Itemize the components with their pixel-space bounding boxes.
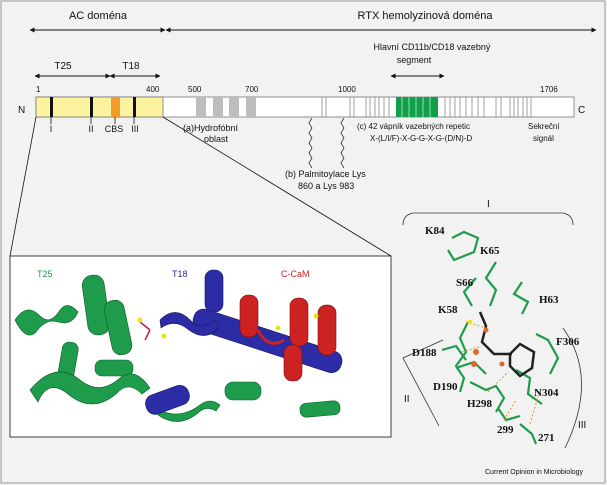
scale-500: 500 bbox=[188, 85, 202, 94]
ion-site-2 bbox=[471, 361, 477, 367]
zoom-line-right bbox=[162, 116, 392, 257]
t25-structure bbox=[14, 274, 341, 422]
region-ii-mark bbox=[90, 97, 93, 117]
residue-n304: N304 bbox=[534, 387, 559, 399]
ion-2 bbox=[275, 325, 281, 331]
ion-1 bbox=[161, 333, 167, 339]
secretion-signal-label-1: Sekreční bbox=[528, 122, 560, 131]
calcium-repeats-label-2: X-(L/I/F)-X-G-G-X-G-(D/N)-D bbox=[370, 134, 472, 143]
active-site-panel: I II III bbox=[402, 199, 586, 449]
palmitoylation-label-1: (b) Palmitoylace Lys bbox=[285, 169, 366, 179]
palmitoyl-squiggle-983 bbox=[340, 117, 345, 169]
binding-segment-label-1: Hlavní CD11b/CD18 vazebný bbox=[374, 42, 491, 52]
ion-site-1 bbox=[473, 349, 479, 355]
residue-s66: S66 bbox=[456, 277, 474, 289]
hydrogen-bonds bbox=[461, 321, 541, 425]
scale-700: 700 bbox=[245, 85, 259, 94]
t18-range-label: T18 bbox=[122, 61, 140, 72]
palmitoylation-label-2: 860 a Lys 983 bbox=[298, 181, 354, 191]
binding-segment-label-2: segment bbox=[397, 55, 432, 65]
binding-segment-block bbox=[396, 97, 438, 117]
group-iii-label: III bbox=[578, 420, 586, 431]
residue-h298: H298 bbox=[467, 398, 493, 410]
t25-structure-label: T25 bbox=[37, 269, 53, 279]
residue-k84: K84 bbox=[425, 225, 445, 237]
journal-credit: Current Opinion in Microbiology bbox=[485, 469, 584, 476]
active-site-ligand bbox=[478, 311, 536, 378]
region-ii-label: II bbox=[88, 124, 93, 134]
region-i-label: I bbox=[50, 124, 53, 134]
scale-400: 400 bbox=[146, 85, 160, 94]
ligand bbox=[139, 321, 151, 341]
residue-271: 271 bbox=[538, 432, 555, 444]
region-i-mark bbox=[50, 97, 53, 117]
hydrophobic-label-2: oblast bbox=[204, 134, 229, 144]
group-i-label: I bbox=[487, 199, 490, 210]
ion-4 bbox=[137, 317, 143, 323]
residue-299: 299 bbox=[497, 424, 514, 436]
secretion-signal-label-2: signál bbox=[533, 134, 554, 143]
water-2 bbox=[499, 361, 505, 367]
scale-1: 1 bbox=[36, 85, 41, 94]
ion-3 bbox=[313, 313, 319, 319]
hydrophobic-blocks bbox=[196, 97, 256, 117]
ac-domain-segment bbox=[35, 96, 164, 118]
t25-range-label: T25 bbox=[54, 61, 72, 72]
water-1 bbox=[483, 327, 489, 333]
palmitoyl-squiggle-860 bbox=[308, 117, 313, 169]
ccam-structure-label: C-CaM bbox=[281, 269, 310, 279]
c-terminus: C bbox=[578, 105, 585, 116]
residue-d188: D188 bbox=[412, 347, 437, 359]
t18-structure-label: T18 bbox=[172, 269, 188, 279]
ac-domain-label: AC doména bbox=[69, 10, 128, 22]
residue-h63: H63 bbox=[539, 294, 559, 306]
cbs-mark bbox=[111, 97, 120, 117]
structure-panel: T25 T18 C-CaM bbox=[9, 255, 392, 438]
ion-site-3 bbox=[467, 319, 473, 325]
residue-k58: K58 bbox=[438, 304, 458, 316]
scale-1706: 1706 bbox=[540, 85, 558, 94]
n-terminus: N bbox=[18, 105, 25, 116]
ccam-structure bbox=[239, 294, 337, 382]
region-iii-mark bbox=[133, 97, 136, 117]
region-iii-label: III bbox=[131, 124, 139, 134]
calcium-repeats-label-1: (c) 42 vápník vazebných repetic bbox=[357, 122, 470, 131]
residue-d190: D190 bbox=[433, 381, 458, 393]
hydrophobic-label-1: (a)Hydrofóbní bbox=[183, 123, 239, 133]
residue-f306: F306 bbox=[556, 336, 580, 348]
calcium-repeat-lines bbox=[321, 97, 532, 117]
binding-segment-lines bbox=[401, 97, 431, 117]
group-ii-label: II bbox=[404, 394, 410, 405]
zoom-line-left bbox=[9, 116, 37, 257]
scale-1000: 1000 bbox=[338, 85, 356, 94]
residue-k65: K65 bbox=[480, 245, 500, 257]
rtx-domain-label: RTX hemolyzinová doména bbox=[358, 10, 494, 22]
cbs-label: CBS bbox=[105, 124, 124, 134]
